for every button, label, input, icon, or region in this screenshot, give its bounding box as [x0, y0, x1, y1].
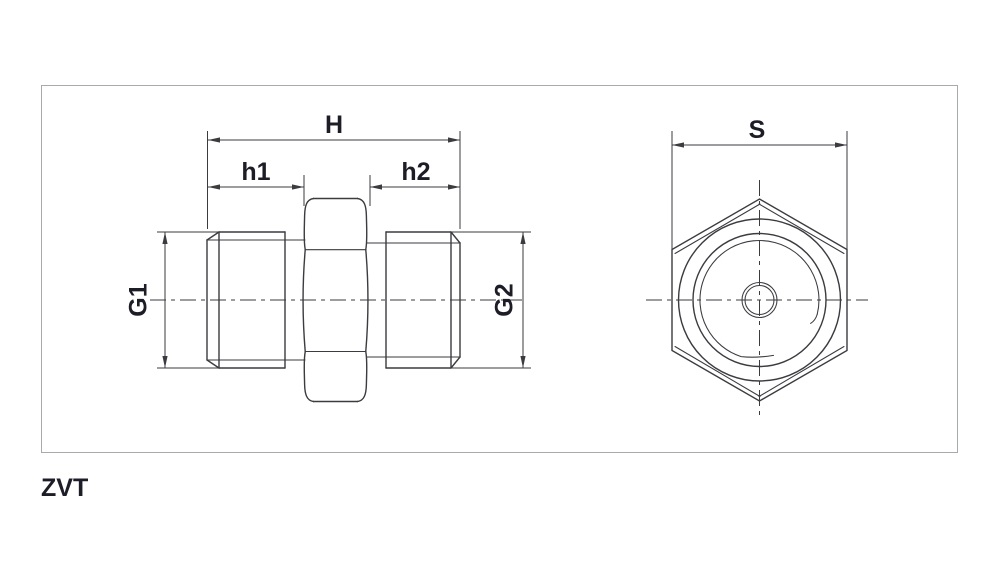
dimension-G2: G2	[452, 231, 531, 369]
label-h1: h1	[241, 158, 270, 186]
label-H: H	[325, 111, 343, 139]
dimension-h2: h2	[369, 158, 460, 206]
product-code: ZVT	[41, 474, 88, 502]
dimension-G1: G1	[125, 231, 220, 369]
drawing-panel-border	[41, 85, 958, 453]
thread-arc-end-hook	[810, 313, 818, 324]
dimension-H: H	[207, 111, 461, 229]
hex-nut-side	[302, 197, 369, 403]
thread-major-circle	[692, 232, 827, 368]
side-view: H h1 h2 G1	[125, 111, 531, 403]
label-h2: h2	[401, 158, 430, 186]
dimension-h1: h1	[208, 158, 305, 206]
hexagon-chamfer-facets	[674, 203, 845, 398]
label-G2: G2	[491, 283, 519, 316]
left-thread-body	[206, 231, 306, 369]
label-G1: G1	[125, 283, 153, 316]
end-view: S	[646, 116, 868, 420]
right-thread-body	[365, 231, 461, 369]
dimension-S: S	[671, 116, 848, 250]
label-S: S	[749, 116, 766, 144]
bore-outer-circle	[741, 281, 778, 319]
thread-minor-arc	[699, 239, 820, 358]
bore-inner-circle	[744, 284, 775, 316]
chamfer-circle	[677, 218, 842, 382]
